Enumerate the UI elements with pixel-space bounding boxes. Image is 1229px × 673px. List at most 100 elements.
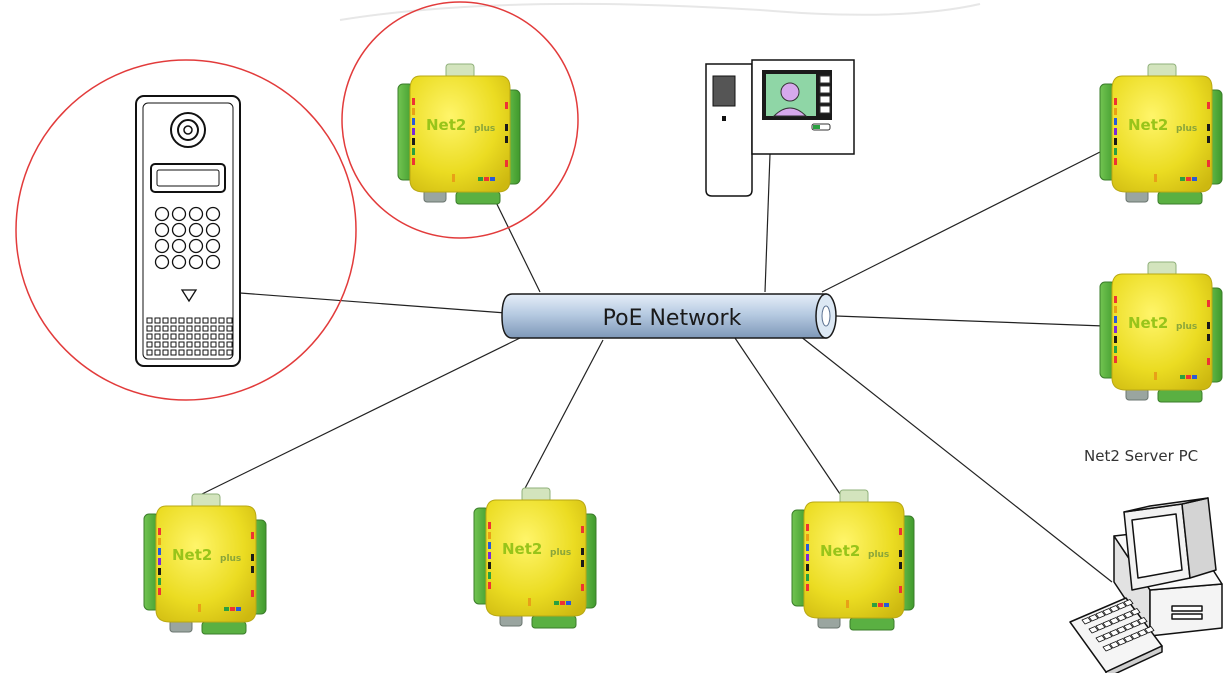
highlight-circle-controller-1 [341, 1, 579, 239]
keypad-key [154, 222, 170, 238]
keyboard-key [1123, 599, 1134, 607]
net2-controller-6 [791, 489, 915, 631]
speaker-hole [210, 341, 217, 348]
speaker-hole [178, 317, 185, 324]
keyboard-key [1095, 635, 1106, 643]
speaker-hole [218, 317, 225, 324]
keyboard-key [1130, 608, 1141, 616]
keyboard-key [1095, 611, 1106, 619]
speaker-hole [226, 333, 233, 340]
link-controller-5 [521, 339, 604, 495]
keyboard-key [1102, 608, 1113, 616]
keypad-key [154, 254, 170, 270]
net2-controller-4 [143, 493, 267, 635]
keyboard-key [1102, 632, 1113, 640]
keyboard-key [1081, 617, 1092, 625]
speaker-hole [218, 333, 225, 340]
link-video-monitor [764, 153, 771, 293]
keyboard-key [1109, 605, 1120, 613]
keypad-key [171, 238, 187, 254]
speaker-hole [202, 317, 209, 324]
speaker-hole [194, 325, 201, 332]
speaker-hole [210, 349, 217, 356]
link-controller-6 [734, 337, 841, 495]
speaker-hole [218, 349, 225, 356]
speaker-hole [170, 317, 177, 324]
keyboard-key [1109, 641, 1120, 649]
speaker-hole [186, 325, 193, 332]
keypad [154, 206, 221, 270]
net2-controller-3 [1099, 261, 1223, 403]
speaker-hole [162, 333, 169, 340]
speaker-hole [146, 317, 153, 324]
speaker-hole [154, 349, 161, 356]
speaker-hole [186, 333, 193, 340]
keypad-key [188, 206, 204, 222]
keypad-key [154, 238, 170, 254]
net2-controller-1 [397, 63, 521, 205]
decorative-arc [339, 2, 981, 21]
speaker-hole [154, 341, 161, 348]
speaker-hole [186, 317, 193, 324]
link-controller-3 [835, 315, 1105, 327]
keyboard-key [1095, 623, 1106, 631]
speaker-hole [202, 325, 209, 332]
keyboard-key [1116, 638, 1127, 646]
link-server-pc [799, 335, 1113, 583]
keypad-key [205, 254, 221, 270]
speaker-hole [162, 349, 169, 356]
camera-icon [170, 112, 206, 148]
poe-network-label: PoE Network [603, 306, 742, 331]
keypad-key [205, 206, 221, 222]
keyboard-key [1137, 617, 1148, 625]
speaker-hole [154, 333, 161, 340]
speaker-hole [202, 349, 209, 356]
speaker-hole [218, 325, 225, 332]
speaker-hole [226, 341, 233, 348]
keypad-key [154, 206, 170, 222]
speaker-hole [170, 333, 177, 340]
keyboard-key [1088, 614, 1099, 622]
speaker-hole [146, 349, 153, 356]
keypad-key [188, 254, 204, 270]
keyboard-key [1116, 602, 1127, 610]
speaker-hole [202, 341, 209, 348]
keyboard-key [1109, 629, 1120, 637]
keypad-key [171, 254, 187, 270]
video-monitor [705, 59, 855, 197]
keyboard-key [1116, 614, 1127, 622]
keyboard-key [1137, 629, 1148, 637]
speaker-hole [154, 317, 161, 324]
speaker-hole [178, 333, 185, 340]
keypad-key [205, 222, 221, 238]
keyboard-key [1123, 635, 1134, 643]
speaker-hole [178, 325, 185, 332]
keyboard-key [1102, 620, 1113, 628]
person-icon [780, 82, 800, 102]
poe-network-pipe: PoE Network [501, 293, 837, 339]
speaker-hole [194, 333, 201, 340]
door-entry-panel [135, 95, 241, 367]
keyboard-key [1144, 626, 1155, 634]
speaker-hole [162, 317, 169, 324]
display-window [150, 163, 226, 193]
keyboard-key [1130, 620, 1141, 628]
speaker-hole [210, 317, 217, 324]
keypad-key [205, 238, 221, 254]
speaker-hole [178, 341, 185, 348]
speaker-hole [178, 349, 185, 356]
link-controller-2 [821, 149, 1105, 293]
keypad-key [171, 206, 187, 222]
speaker-hole [226, 325, 233, 332]
triangle-icon [180, 289, 198, 303]
speaker-hole [202, 333, 209, 340]
speaker-hole [154, 325, 161, 332]
keyboard-key [1130, 632, 1141, 640]
highlight-circle-door-panel [15, 59, 357, 401]
speaker-hole [210, 333, 217, 340]
desktop-computer-icon [1069, 497, 1223, 673]
speaker-hole [186, 341, 193, 348]
speaker-hole [162, 325, 169, 332]
speaker-hole [226, 349, 233, 356]
